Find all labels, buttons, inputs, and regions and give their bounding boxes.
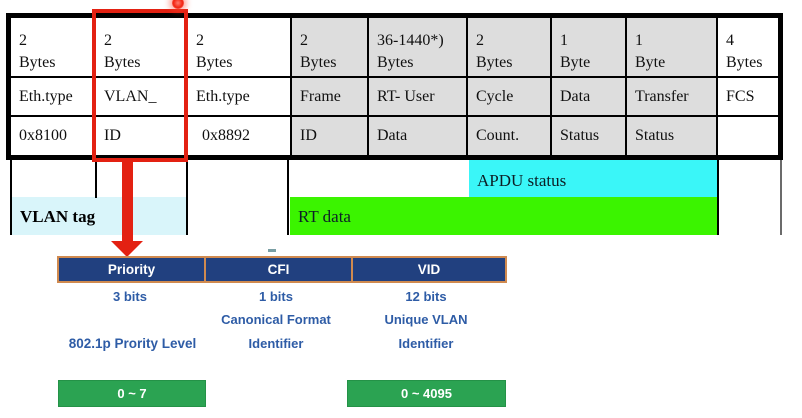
red-arrow-head-icon: [111, 241, 143, 257]
size-amount: 2: [104, 32, 112, 49]
priority-range-badge: 0 ~ 7: [58, 380, 206, 407]
size-unit: Bytes: [377, 54, 414, 71]
frame-cell-value: [718, 117, 778, 155]
frame-cell-size: 1 Byte: [627, 18, 718, 78]
frame-cell-size: 2 Bytes: [468, 18, 552, 78]
frame-cell-size: 2 Bytes: [292, 18, 369, 78]
vid-bits-label: 12 bits: [405, 289, 447, 304]
apdu-status-band: APDU status: [469, 159, 719, 197]
column-extension-line: [10, 158, 12, 235]
vid-description-line1: Unique VLAN: [384, 312, 468, 327]
size-amount: 4: [726, 32, 734, 49]
cfi-description-line2: Identifier: [248, 336, 304, 351]
frame-cell-size: 36-1440*) Bytes: [369, 18, 468, 78]
frame-cell-field: Data: [552, 78, 627, 117]
size-amount: 1: [560, 32, 568, 49]
frame-cell-field: Cycle: [468, 78, 552, 117]
vid-description-line2: Identifier: [398, 336, 454, 351]
frame-cell-value: Count.: [468, 117, 552, 155]
vlan-tag-label: VLAN tag: [20, 207, 96, 226]
vlan-tag-detail-header: Priority CFI VID: [57, 256, 507, 283]
cfi-description-line1: Canonical Format: [221, 312, 331, 327]
cfi-bits-label: 1 bits: [259, 289, 293, 304]
frame-cell-size: 4 Bytes: [718, 18, 778, 78]
frame-cell-field: RT- User: [369, 78, 468, 117]
size-unit: Bytes: [19, 54, 56, 71]
stray-mark: [268, 249, 276, 252]
frame-cell-value: 0x8892: [188, 117, 292, 155]
column-extension-line: [287, 158, 289, 235]
frame-cell-field: Eth.type: [11, 78, 96, 117]
frame-cell-field: Eth.type: [188, 78, 292, 117]
size-amount: 2: [19, 32, 27, 49]
column-extension-line: [186, 158, 188, 235]
red-arrow-shaft: [122, 160, 133, 242]
laser-pointer-dot: [172, 0, 184, 9]
vid-range-badge: 0 ~ 4095: [347, 380, 506, 407]
size-unit: Bytes: [300, 54, 337, 71]
size-amount: 2: [196, 32, 204, 49]
column-extension-line: [780, 158, 782, 235]
frame-cell-value: Status: [627, 117, 718, 155]
frame-cell-field: Transfer: [627, 78, 718, 117]
frame-cell-value: 0x8100: [11, 117, 96, 155]
size-unit: Bytes: [726, 54, 763, 71]
priority-description: 802.1p Prority Level: [68, 336, 197, 351]
column-extension-line: [717, 158, 719, 235]
frame-cell-size: 2 Bytes: [96, 18, 188, 78]
size-unit: Bytes: [104, 54, 141, 71]
frame-cell-size: 2 Bytes: [188, 18, 292, 78]
size-unit: Byte: [635, 54, 666, 71]
ethernet-frame-table: 2 Bytes 2 Bytes 2 Bytes 2 Bytes 36-1440*…: [6, 13, 783, 160]
size-amount: 1: [635, 32, 643, 49]
size-unit: Byte: [560, 54, 591, 71]
size-amount: 2: [300, 32, 308, 49]
vlan-tag-band: VLAN tag: [12, 197, 187, 235]
priority-bits-label: 3 bits: [113, 289, 147, 304]
size-amount: 2: [476, 32, 484, 49]
size-unit: Bytes: [476, 54, 513, 71]
frame-cell-value: ID: [292, 117, 369, 155]
rt-data-band: RT data: [290, 197, 719, 235]
frame-cell-field: FCS: [718, 78, 778, 117]
vlan-field-cfi: CFI: [204, 258, 351, 281]
frame-cell-size: 1 Byte: [552, 18, 627, 78]
rt-data-label: RT data: [298, 207, 351, 226]
size-unit: Bytes: [196, 54, 233, 71]
frame-cell-field: Frame: [292, 78, 369, 117]
frame-cell-value: Data: [369, 117, 468, 155]
vlan-field-priority: Priority: [107, 262, 156, 277]
size-amount: 36-1440*): [377, 32, 444, 49]
vlan-column-highlight-box: [92, 9, 188, 162]
frame-cell-value: Status: [552, 117, 627, 155]
frame-cell-size: 2 Bytes: [11, 18, 96, 78]
column-extension-line: [95, 158, 97, 198]
vlan-field-vid: VID: [351, 258, 505, 281]
apdu-status-label: APDU status: [477, 171, 567, 190]
